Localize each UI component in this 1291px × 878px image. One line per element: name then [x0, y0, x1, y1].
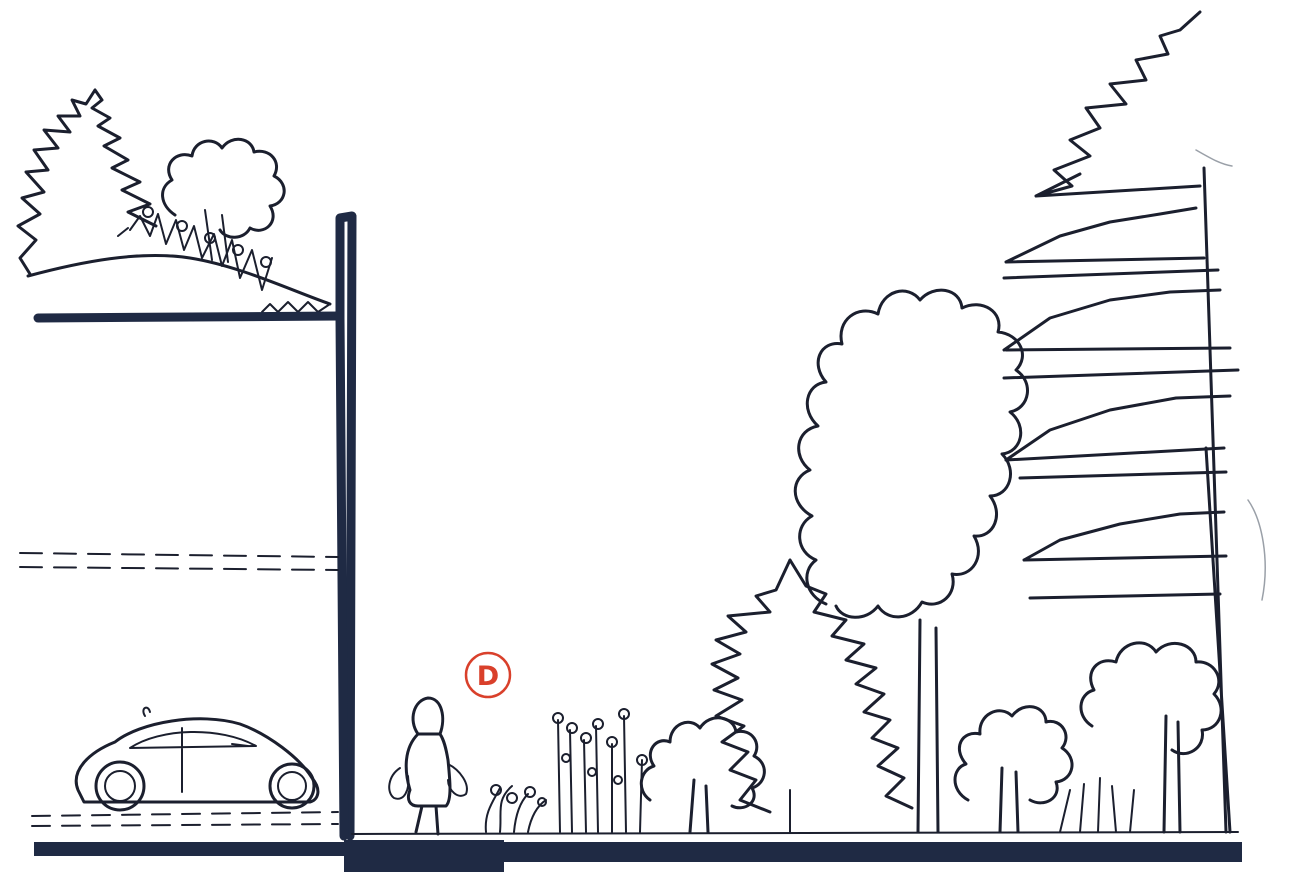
- car-antenna: [143, 708, 150, 716]
- ground: [344, 832, 1242, 872]
- pedestrian-body: [406, 734, 450, 806]
- road-marking-1: [32, 812, 338, 816]
- perennial-bloom: [614, 776, 622, 784]
- pedestrian-head: [413, 698, 443, 734]
- roof-shrubs: [118, 214, 272, 290]
- perennial-bloom: [581, 733, 591, 743]
- roof-flower: [143, 207, 153, 217]
- perennial-bloom: [562, 754, 570, 762]
- ground-slab-right: [500, 842, 1242, 862]
- road: [32, 812, 346, 856]
- marker-d: D: [466, 653, 510, 697]
- large-tree-canopy: [795, 290, 1027, 617]
- roof-slab: [38, 316, 340, 318]
- dashed-line-lower: [20, 567, 338, 570]
- tall-conifer-trunk: [1204, 168, 1230, 832]
- roof-conifer: [18, 90, 156, 274]
- large-deciduous-tree: [795, 290, 1027, 832]
- low-shrub: [486, 786, 546, 832]
- marker-label: D: [477, 661, 499, 692]
- mid-conifer: [712, 560, 912, 832]
- perennial-bloom: [588, 768, 596, 776]
- car-front-hub: [105, 771, 135, 801]
- roof-grass: [262, 302, 330, 312]
- floor-level-dashes: [20, 553, 338, 570]
- pedestrian-legs: [416, 806, 438, 834]
- ground-surface: [352, 832, 1238, 834]
- pencil-line: [1196, 150, 1232, 166]
- ground-slab-left: [344, 840, 504, 872]
- roof-tree-trunk: [205, 210, 228, 262]
- pencil-line: [1248, 500, 1265, 600]
- planting-strip: [486, 709, 647, 832]
- understory-tree-2: [1081, 643, 1221, 754]
- roof-flower: [261, 257, 271, 267]
- car-rear-hub: [278, 772, 306, 800]
- right-understory: [955, 643, 1221, 832]
- large-tree-trunk: [918, 620, 938, 832]
- low-flower: [507, 793, 517, 803]
- low-flower: [525, 787, 535, 797]
- perennial-bloom: [593, 719, 603, 729]
- small-tree-trunk: [690, 780, 708, 832]
- roof-garden: [18, 90, 340, 318]
- tall-conifer-outline: [1004, 12, 1238, 598]
- car-window: [130, 728, 256, 792]
- understory-trunk-2: [1164, 716, 1180, 832]
- understory-shrubs: [1060, 778, 1134, 832]
- retaining-wall: [340, 216, 352, 836]
- wall-right-face: [340, 318, 344, 836]
- mid-conifer-outline: [712, 560, 912, 812]
- understory-trunk-1: [1000, 768, 1018, 832]
- pedestrian: [389, 698, 467, 834]
- parked-car: [76, 708, 318, 810]
- road-marking-2: [32, 824, 338, 826]
- roof-soil-mound: [28, 255, 330, 304]
- understory-tree-1: [955, 707, 1072, 803]
- road-slab: [34, 842, 346, 856]
- dashed-line-upper: [20, 553, 338, 557]
- perennial-bloom: [567, 723, 577, 733]
